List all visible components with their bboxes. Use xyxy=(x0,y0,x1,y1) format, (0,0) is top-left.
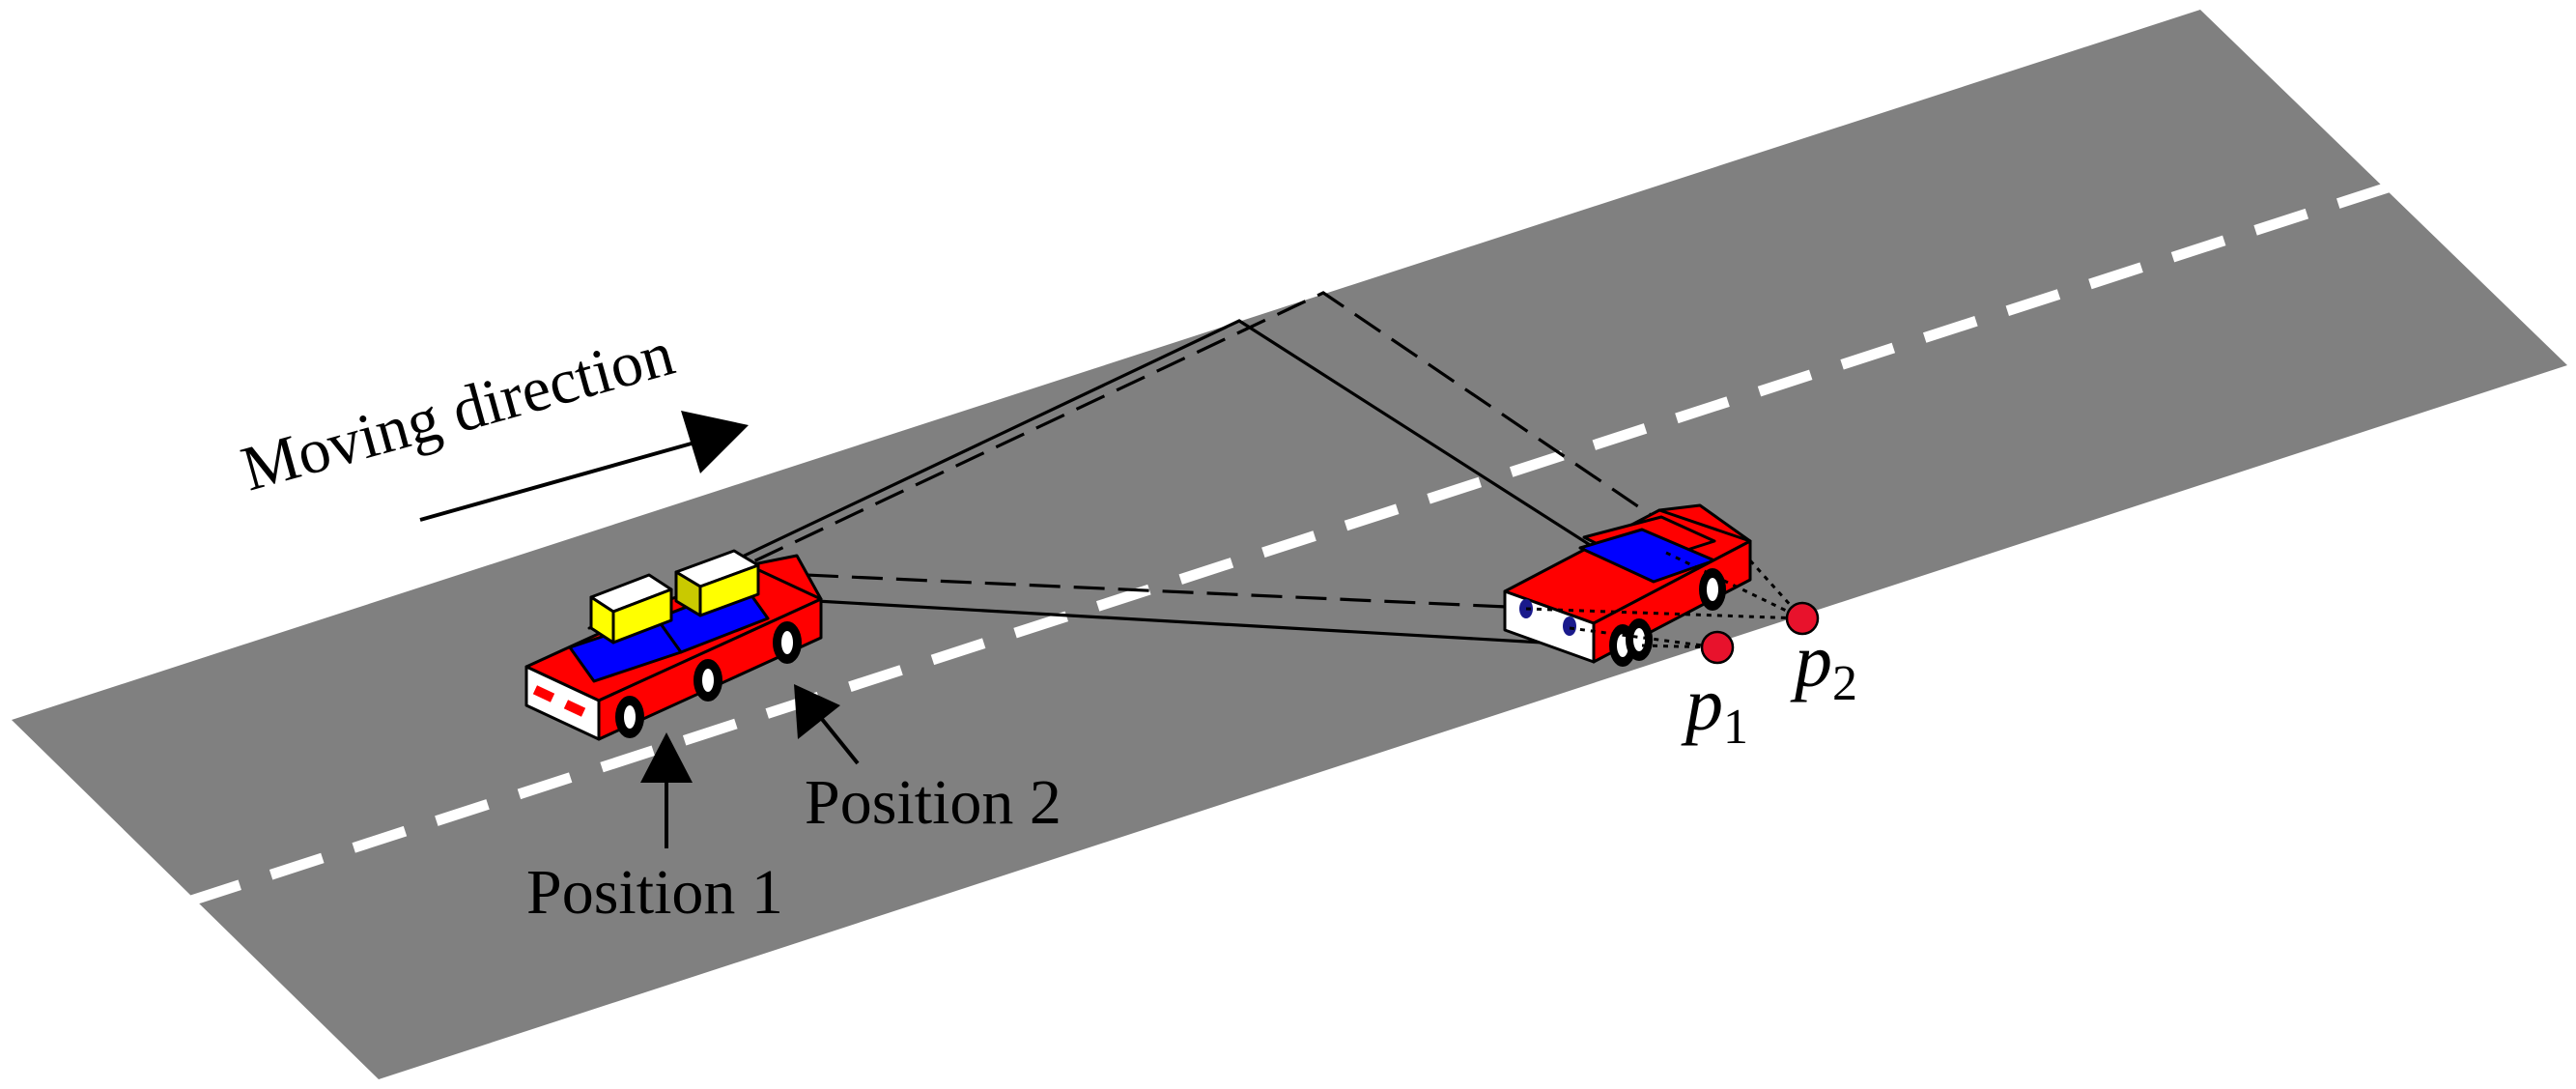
p2-subscript: 2 xyxy=(1832,656,1857,711)
target-car xyxy=(1503,503,1752,667)
sight-line-solid-upper xyxy=(693,319,1612,582)
source-car-hub-rear xyxy=(781,631,793,654)
source-car xyxy=(524,549,823,741)
target-car-headlight-right xyxy=(1563,616,1576,636)
p2-letter: p xyxy=(1790,618,1832,702)
p2-label: p2 xyxy=(1790,618,1857,711)
position-1-arrow xyxy=(640,732,693,848)
sight-lines xyxy=(693,291,1655,645)
lane-marking xyxy=(186,181,2392,907)
p1-subscript: 1 xyxy=(1723,700,1748,755)
source-car-headlight-left xyxy=(532,685,555,702)
sight-line-dashed-lower xyxy=(762,571,1508,609)
source-car-headlight-right xyxy=(563,700,586,717)
target-car-hub-rear xyxy=(1707,578,1718,601)
target-car-hub-front-2 xyxy=(1633,628,1645,651)
moving-direction-label: Moving direction xyxy=(235,318,682,504)
source-car-front-face xyxy=(524,665,601,741)
p1-letter: p xyxy=(1681,662,1723,746)
moving-direction-arrow xyxy=(419,411,749,522)
position-2-arrow xyxy=(794,684,860,765)
position-2-label: Position 2 xyxy=(805,767,1062,838)
source-car-hub-front xyxy=(624,705,636,729)
source-car-hub-mid xyxy=(702,669,714,692)
target-point-p1 xyxy=(1700,630,1735,665)
target-point-p2 xyxy=(1785,601,1820,636)
p1-label: p1 xyxy=(1681,662,1748,755)
sight-line-solid-lower xyxy=(815,599,1561,645)
camera-box-position-2 xyxy=(674,549,760,617)
camera-box-position-1 xyxy=(589,573,673,645)
sight-line-dashed-upper xyxy=(714,291,1655,582)
position-1-label: Position 1 xyxy=(526,857,783,928)
